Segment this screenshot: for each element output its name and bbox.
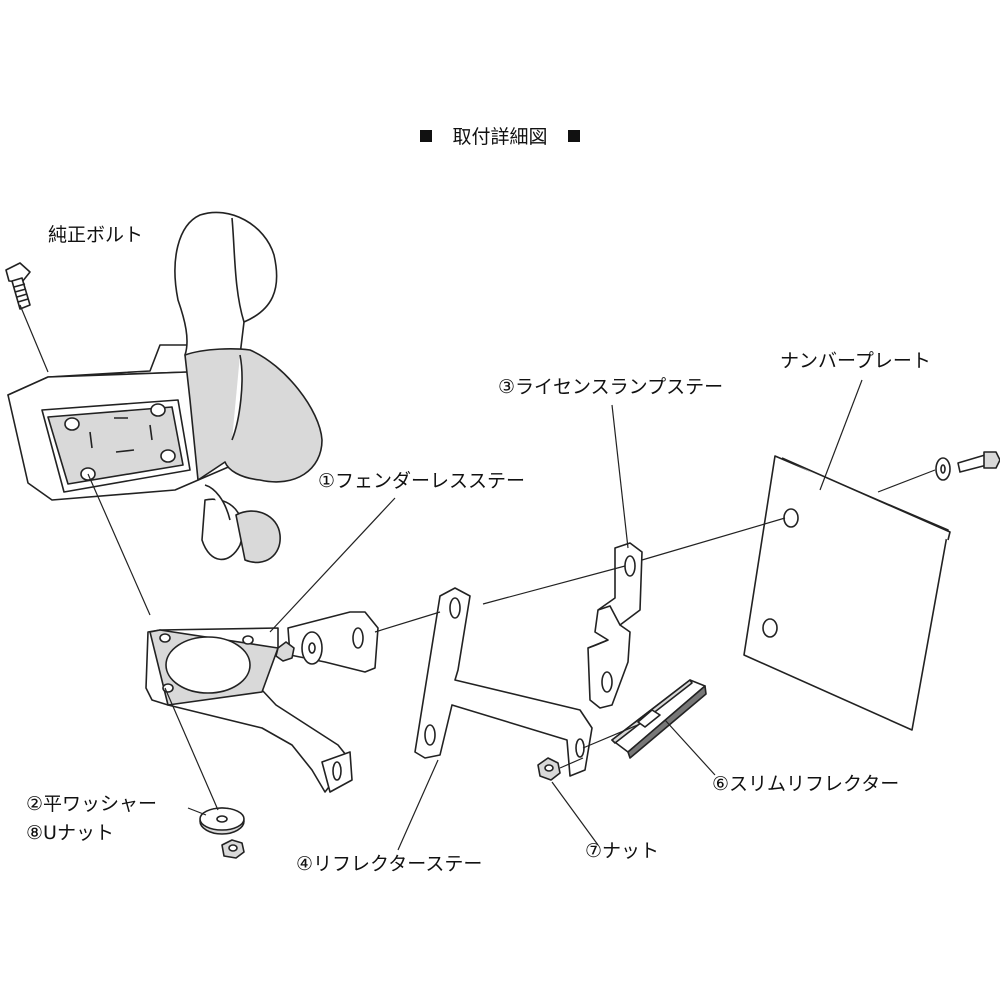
leader-nut (551, 781, 599, 846)
leader-license-lamp-stay (611, 404, 629, 549)
leader-reflector-stay (397, 759, 439, 851)
fenderless-stay (145, 611, 379, 793)
assembly-line-nut (559, 757, 584, 769)
plate-bolt (935, 451, 1000, 481)
flat-washer (199, 807, 245, 835)
assembly-line-reflector (582, 723, 641, 749)
label-genuine-bolt: 純正ボルト (48, 224, 144, 246)
label-nut: ⑦ナット (585, 840, 660, 862)
leader-washer (187, 807, 207, 816)
label-u-nut: ⑧Uナット (26, 822, 114, 844)
nut (537, 757, 561, 781)
leader-fenderless-stay (269, 497, 396, 633)
title-text: 取付詳細図 (452, 126, 548, 148)
label-flat-washer: ②平ワッシャー (26, 793, 158, 815)
leader-slim-reflector (664, 719, 716, 776)
rear-fender-assembly (7, 211, 323, 564)
license-lamp-stay (587, 542, 643, 709)
label-slim-reflector: ⑥スリムリフレクター (712, 773, 900, 795)
genuine-bolt (5, 262, 31, 310)
assembly-line-plate-bolt (877, 469, 936, 493)
assembly-line-washer (87, 473, 151, 616)
assembly-line-u-nut (164, 687, 219, 811)
assembly-line-bolt (19, 304, 49, 373)
label-fenderless-stay: ①フェンダーレスステー (318, 470, 526, 492)
square-bullet-icon (420, 130, 433, 142)
label-license-lamp-stay: ③ライセンスランプステー (498, 376, 724, 398)
assembly-line-stay-bolt (374, 611, 441, 633)
number-plate (743, 455, 951, 731)
assembly-line-plate (482, 517, 786, 605)
slim-reflector (611, 679, 707, 759)
washer-nut-on-stay (275, 631, 323, 665)
label-reflector-stay: ④リフレクターステー (296, 853, 483, 875)
u-nut (221, 839, 245, 859)
reflector-stay (414, 587, 593, 777)
leader-number-plate (819, 379, 863, 491)
square-bullet-icon (567, 130, 580, 142)
label-number-plate: ナンバープレート (780, 350, 931, 372)
diagram-title: 取付詳細図 (0, 122, 1000, 149)
